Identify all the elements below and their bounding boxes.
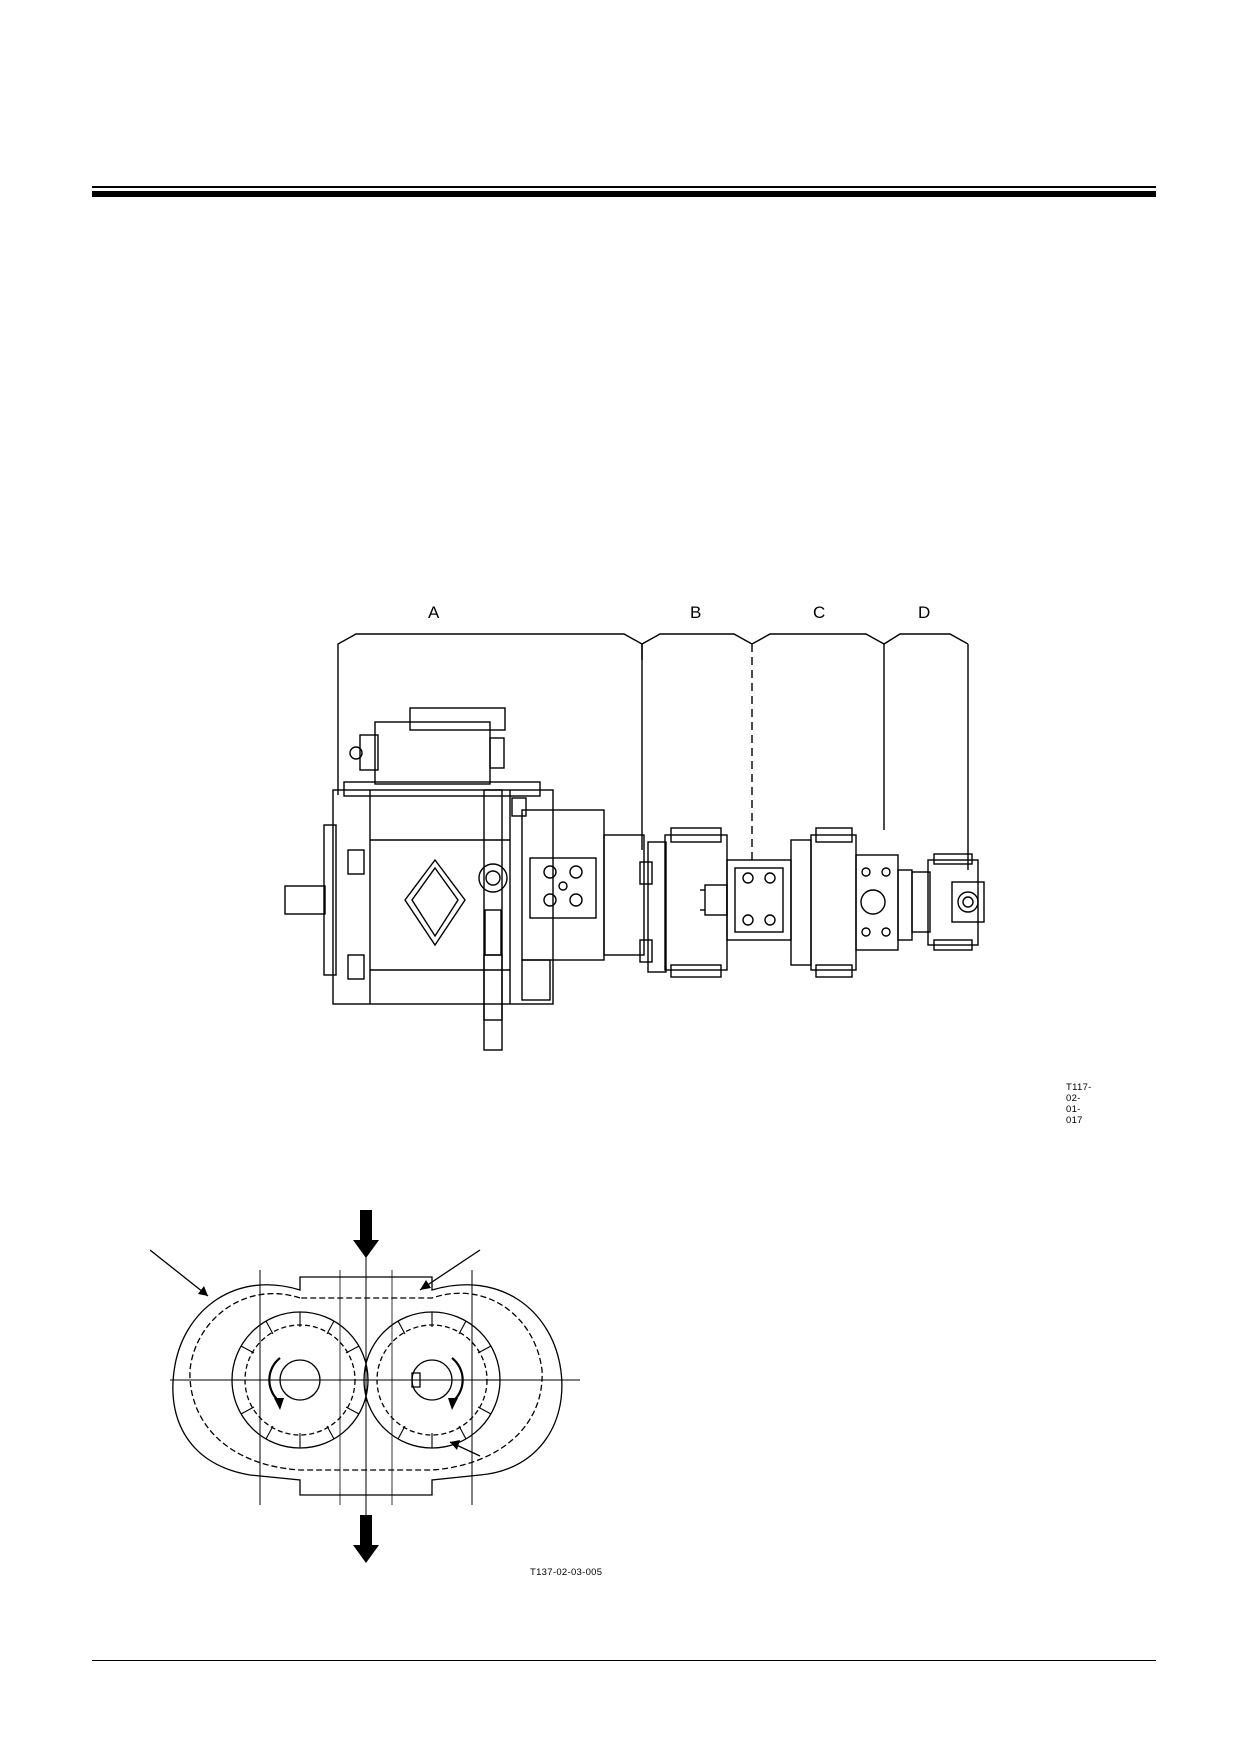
gear-pump-drawing bbox=[149, 1210, 580, 1563]
bracket-label-c: C bbox=[813, 603, 826, 622]
header-rule-thick bbox=[92, 191, 1156, 197]
pump-assembly-drawing bbox=[284, 633, 985, 1051]
figure-code-pump-assembly: T117-02-01-017 bbox=[1066, 1082, 1092, 1126]
bracket-label-b: B bbox=[690, 603, 702, 622]
gear-pump-figure: T137-02-03-005 bbox=[149, 1210, 620, 1580]
bracket-label-d: D bbox=[918, 603, 931, 622]
pump-assembly-figure: A B C D T117-02-01-017 bbox=[260, 603, 1091, 1126]
figure-code-gear-pump: T137-02-03-005 bbox=[530, 1567, 603, 1578]
bracket-label-a: A bbox=[428, 603, 440, 622]
footer-rule bbox=[92, 1660, 1156, 1661]
header-rule-thin bbox=[92, 186, 1156, 188]
